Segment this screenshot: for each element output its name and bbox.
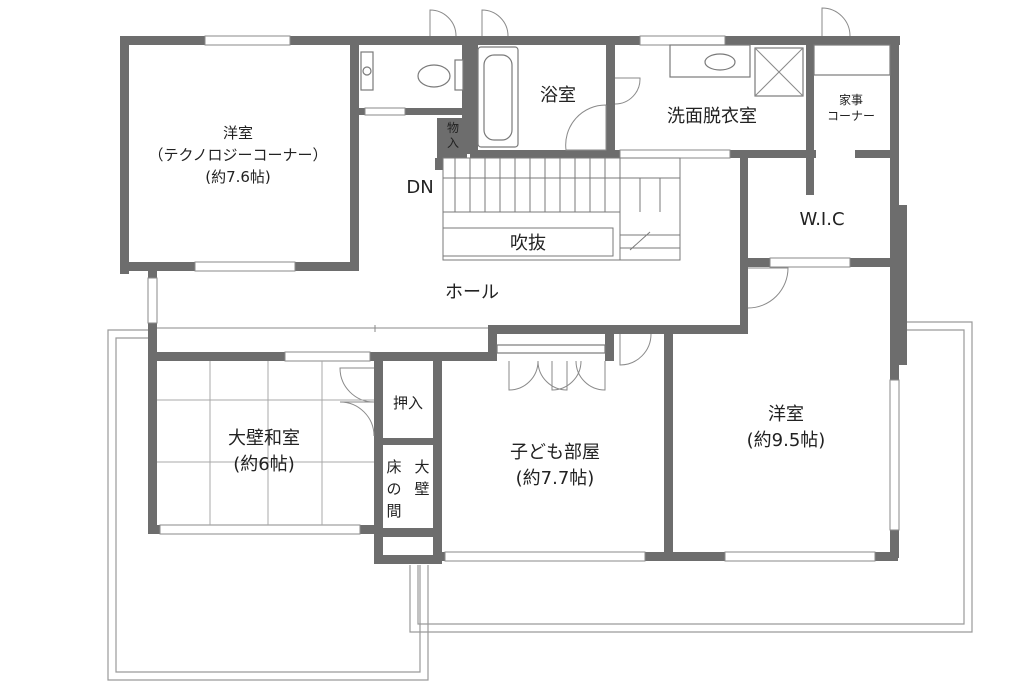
tokonoma-col1c: 間 — [386, 502, 401, 520]
tokonoma-col1b: の — [386, 480, 401, 498]
room-name-hall: ホール — [445, 282, 499, 303]
room-name-fukinuke: 吹抜 — [510, 233, 546, 254]
room-name-senmen: 洗面脱衣室 — [667, 106, 757, 127]
room-name-kaji-2: コーナー — [827, 109, 875, 123]
room-size-kodomo: (約7.7帖) — [516, 468, 595, 489]
tokonoma-col2b: 壁 — [414, 480, 429, 498]
tokonoma-col1a: 床 — [386, 458, 401, 476]
room-labels: 洋室 （テクノロジーコーナー） (約7.6帖) 浴室 洗面脱衣室 家事 コーナー… — [148, 85, 875, 520]
room-name-kaji-1: 家事 — [839, 92, 863, 107]
doors — [339, 7, 851, 437]
room-name-oshiire: 押入 — [393, 394, 423, 412]
tatami-mats — [157, 361, 374, 525]
room-size-youshitsu-e: (約9.5帖) — [747, 430, 826, 451]
room-size-washitsu: (約6帖) — [233, 454, 295, 475]
room-name-youshitsu-e: 洋室 — [768, 404, 804, 425]
room-name-monoire-2: 入 — [447, 136, 459, 150]
tokonoma-col2a: 大 — [414, 458, 429, 476]
staircase — [442, 157, 681, 261]
room-name-wic: W.I.C — [799, 209, 844, 230]
room-size-youshitsu-nw: (約7.6帖) — [205, 168, 271, 186]
room-name-monoire-1: 物 — [447, 121, 459, 135]
room-subname-youshitsu-nw: （テクノロジーコーナー） — [148, 146, 327, 164]
windows — [147, 35, 900, 562]
fixtures — [157, 44, 891, 354]
room-name-bath: 浴室 — [540, 85, 576, 106]
balcony-left — [107, 329, 429, 681]
room-name-youshitsu-nw: 洋室 — [223, 124, 253, 142]
stair-down-label: DN — [406, 177, 433, 198]
room-name-washitsu: 大壁和室 — [228, 428, 300, 449]
balcony-right — [409, 321, 973, 633]
room-name-kodomo: 子ども部屋 — [510, 442, 600, 463]
